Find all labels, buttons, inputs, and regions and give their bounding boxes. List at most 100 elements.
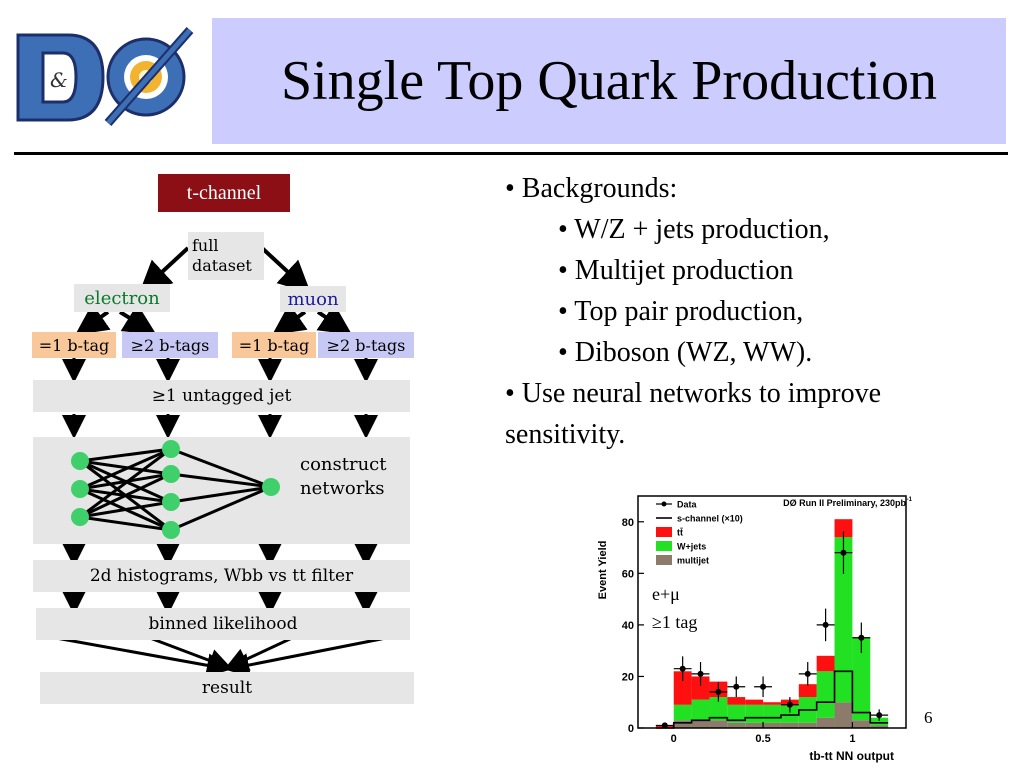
full-dataset-line1: full <box>192 236 219 255</box>
bar-tt̄ <box>763 702 781 705</box>
bar-multijet <box>673 720 692 728</box>
flowchart-arrows <box>55 246 387 678</box>
y-tick-label: 80 <box>622 517 634 529</box>
bar-multijet <box>691 720 710 728</box>
bullet-multijet: • Multijet production <box>558 255 794 286</box>
y-axis-label: Event Yield <box>597 541 609 600</box>
hidden-node <box>162 440 180 458</box>
untagged-jet-box: ≥1 untagged jet <box>33 380 410 412</box>
t-channel-label: t-channel <box>158 174 290 212</box>
hidden-node <box>162 521 180 539</box>
bar-multijet <box>709 720 728 728</box>
nn-output-histogram: 0 20 40 60 80 0 0.5 1 tb-tt NN output Event Yield… <box>597 495 913 763</box>
output-node <box>262 478 280 496</box>
bar-W+jets <box>691 699 710 721</box>
legend-swatch-data-point <box>661 501 667 507</box>
legend-label: tt̄ <box>677 528 683 538</box>
bar-W+jets <box>834 537 853 703</box>
bar-W+jets <box>852 637 871 721</box>
bar-tt̄ <box>798 684 817 698</box>
svg-text:&: & <box>50 68 68 92</box>
y-tick-label: 60 <box>622 568 634 580</box>
bar-tt̄ <box>673 671 692 705</box>
t-channel-flowchart: t-channel full dataset electron muon =1 … <box>0 160 470 720</box>
data-point <box>661 722 668 729</box>
bar-multijet <box>870 725 889 728</box>
legend-label: W+jets <box>677 542 706 552</box>
slide-title: Single Top Quark Production <box>280 50 938 112</box>
y-tick-label: 20 <box>622 671 634 683</box>
input-node <box>71 508 89 526</box>
bar-tt̄ <box>727 697 746 705</box>
bar-W+jets <box>673 704 692 721</box>
muon-box: muon <box>280 286 346 312</box>
legend-swatch <box>656 555 672 565</box>
bar-multijet <box>852 720 871 728</box>
data-point <box>858 634 865 641</box>
x-tick-label: 0 <box>671 733 677 745</box>
electron-two-btags-box: ≥2 b-tags <box>122 332 218 358</box>
chart-title-superscript: -1 <box>907 497 913 503</box>
data-point <box>733 683 740 690</box>
page-number: 6 <box>924 708 933 727</box>
bar-W+jets <box>745 704 764 723</box>
legend-label: multijet <box>677 556 709 566</box>
input-node <box>71 452 89 470</box>
legend-swatch <box>656 527 672 537</box>
bar-tt̄ <box>816 655 835 672</box>
bullet-neural-networks: • Use neural networks to improve <box>505 378 882 409</box>
data-point <box>804 670 811 677</box>
bar-W+jets <box>870 717 889 726</box>
result-box: result <box>40 672 414 704</box>
data-point <box>822 621 829 628</box>
data-point <box>697 670 704 677</box>
bar-multijet <box>834 702 853 728</box>
likelihood-box: binned likelihood <box>36 608 410 640</box>
d0-logo: & <box>16 27 194 126</box>
annotation-channel: e+μ <box>652 584 680 604</box>
construct-line2: networks <box>300 478 385 499</box>
hidden-node <box>162 493 180 511</box>
logo-letter-d <box>16 33 105 122</box>
bar-W+jets <box>727 704 746 723</box>
data-point <box>715 688 722 695</box>
bar-multijet <box>727 722 746 728</box>
y-tick-label: 0 <box>628 723 634 735</box>
x-axis-label: tb-tt NN output <box>809 749 894 763</box>
x-tick-label: 1 <box>849 733 855 745</box>
histograms-box: 2d histograms, Wbb vs tt filter <box>33 560 410 592</box>
data-point <box>876 712 883 719</box>
electron-box: electron <box>74 284 170 312</box>
x-tick-label: 0.5 <box>755 733 770 745</box>
legend-label: Data <box>677 500 698 510</box>
bar-W+jets <box>816 671 835 718</box>
construct-networks-label: construct networks <box>300 452 396 502</box>
bar-W+jets <box>709 697 728 721</box>
bar-tt̄ <box>745 699 764 705</box>
chart-title: DØ Run II Preliminary, 230pb <box>783 498 906 508</box>
input-node <box>71 480 89 498</box>
data-point <box>786 701 793 708</box>
neural-network-graph <box>71 440 280 539</box>
data-point <box>760 683 767 690</box>
data-point <box>840 549 847 556</box>
bullet-wz-jets: • W/Z + jets production, <box>558 214 830 245</box>
plot-frame <box>637 495 907 729</box>
full-dataset-box: full dataset <box>188 232 264 280</box>
bar-tt̄ <box>691 676 710 700</box>
electron-one-btag-box: =1 b-tag <box>32 332 116 358</box>
bullet-top-pair: • Top pair production, <box>558 296 804 327</box>
title-band <box>212 18 1006 144</box>
construct-line1: construct <box>300 453 387 475</box>
bar-multijet <box>745 722 764 728</box>
bar-multijet <box>816 717 835 728</box>
bullet-backgrounds: • Backgrounds: <box>505 173 678 204</box>
y-tick-label: 40 <box>622 620 634 632</box>
legend-swatch <box>656 541 672 551</box>
bar-multijet <box>798 722 817 728</box>
header-rule <box>14 152 1008 155</box>
bullet-sensitivity: sensitivity. <box>505 419 626 450</box>
bar-W+jets <box>763 704 781 723</box>
legend-label: s-channel (×10) <box>677 514 743 524</box>
data-point <box>679 665 686 672</box>
